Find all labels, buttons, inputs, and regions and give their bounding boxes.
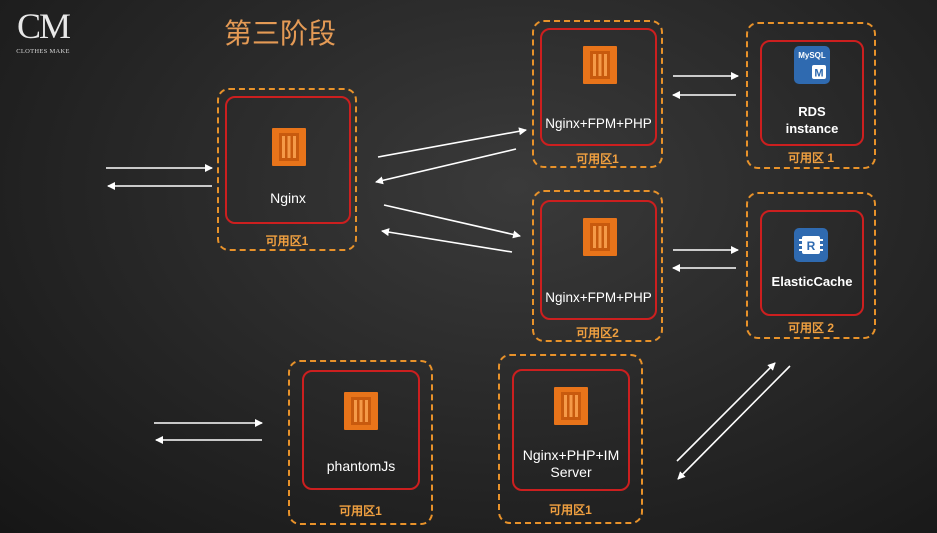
mysql-rds-icon: MySQL M	[794, 46, 830, 84]
zone-label: 可用区 2	[787, 321, 834, 335]
logo-mark: CM	[16, 6, 71, 46]
ec2-instance-icon	[344, 392, 378, 430]
mysql-icon-text: MySQL	[798, 51, 826, 60]
instance-label-line1: RDS	[798, 104, 826, 119]
page-title: 第三阶段	[224, 18, 337, 49]
logo-subtitle: CLOTHES MAKE	[16, 48, 70, 55]
arrow-nginx-to-app2	[383, 204, 521, 239]
instance-label-line2: instance	[785, 121, 839, 136]
instance-label: Nginx	[270, 190, 306, 206]
zone-im-server: Nginx+PHP+IM Server 可用区1	[498, 354, 643, 524]
zone-label: 可用区1	[265, 234, 309, 248]
zone-cache: R ElasticCache 可用区 2	[746, 192, 876, 339]
elasticache-redis-icon: R	[794, 228, 828, 262]
ec2-instance-icon	[554, 387, 588, 425]
zone-label: 可用区1	[576, 152, 619, 166]
instance-label: Nginx+FPM+PHP	[545, 116, 652, 131]
arrow-cache-to-im	[677, 365, 791, 480]
zone-app-1: Nginx+FPM+PHP 可用区1	[532, 20, 663, 168]
arrow-app1-to-nginx	[375, 148, 517, 185]
ec2-instance-icon	[272, 128, 306, 166]
zone-label: 可用区1	[549, 503, 592, 517]
zone-nginx: Nginx 可用区1	[217, 88, 357, 251]
zone-label: 可用区2	[576, 326, 619, 340]
arrow-nginx-to-app1	[377, 127, 527, 158]
zone-label: 可用区1	[339, 504, 382, 518]
instance-app-2[interactable]: Nginx+FPM+PHP	[540, 200, 657, 320]
zone-app-2: Nginx+FPM+PHP 可用区2	[532, 190, 663, 342]
instance-phantomjs[interactable]: phantomJs	[302, 370, 420, 490]
zone-phantomjs: phantomJs 可用区1	[288, 360, 433, 525]
brand-logo: CM CLOTHES MAKE	[8, 6, 78, 62]
instance-label-line1: Nginx+PHP+IM	[522, 447, 620, 463]
instance-im-server[interactable]: Nginx+PHP+IM Server	[512, 369, 630, 491]
instance-label: phantomJs	[326, 458, 396, 474]
instance-nginx[interactable]: Nginx	[225, 96, 351, 224]
arrow-app2-to-nginx	[381, 228, 513, 253]
ec2-instance-icon	[583, 46, 617, 84]
instance-rds[interactable]: MySQL M RDS instance	[760, 40, 864, 146]
instance-label: ElasticCache	[771, 274, 853, 289]
instance-label-line2: Server	[550, 464, 592, 480]
instance-app-1[interactable]: Nginx+FPM+PHP	[540, 28, 657, 146]
zone-rds: MySQL M RDS instance 可用区 1	[746, 22, 876, 169]
mysql-icon-sub: M	[814, 68, 823, 80]
instance-elasticache[interactable]: R ElasticCache	[760, 210, 864, 316]
zone-label: 可用区 1	[787, 151, 834, 165]
arrow-im-to-cache	[676, 362, 776, 462]
ec2-instance-icon	[583, 218, 617, 256]
instance-label: Nginx+FPM+PHP	[545, 290, 652, 305]
redis-icon-text: R	[807, 239, 816, 253]
